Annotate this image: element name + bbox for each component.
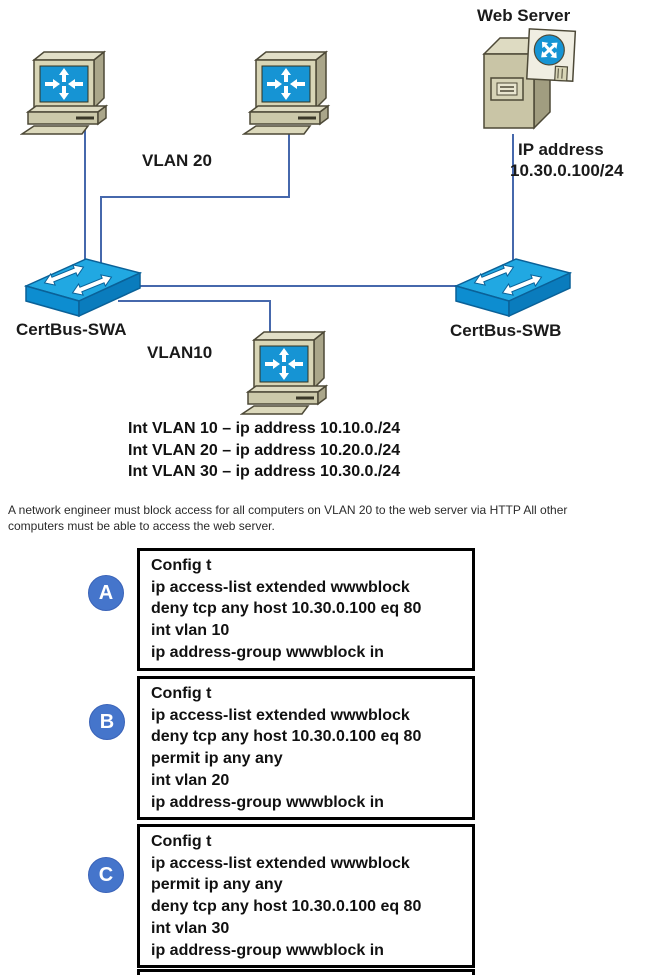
cable-ws2-vertical — [288, 128, 290, 198]
switch-a-label: CertBus-SWA — [16, 320, 127, 339]
config-line: ip address-group wwwblock in — [151, 941, 384, 959]
vlan-info-line: Int VLAN 10 – ip address 10.10.0./24 — [128, 420, 401, 437]
switch-b-label: CertBus-SWB — [450, 321, 562, 340]
config-line: deny tcp any host 10.30.0.100 eq 80 — [151, 898, 422, 916]
vlan20-label: VLAN 20 — [142, 151, 212, 170]
cable-swa-to-pc-vertical — [269, 300, 271, 333]
config-line: ip address-group wwwblock in — [151, 793, 384, 811]
cable-ws2-horizontal — [100, 196, 290, 198]
config-line: int vlan 20 — [151, 771, 230, 789]
vlan-info-line: Int VLAN 20 – ip address 10.20.0./24 — [128, 441, 401, 459]
option-b-config-box: Config t ip access-list extended wwwbloc… — [137, 676, 475, 821]
switch-a-icon — [24, 256, 142, 318]
option-b-marker[interactable]: B — [89, 704, 125, 740]
switch-b-icon — [454, 256, 572, 318]
cable-swa-to-pc-horizontal — [118, 300, 271, 302]
config-line: int vlan 30 — [151, 919, 230, 937]
option-d-partial-box — [137, 969, 475, 975]
config-line: ip access-list extended wwwblock — [151, 854, 410, 872]
option-c-marker[interactable]: C — [88, 857, 124, 893]
config-line: permit ip any any — [151, 750, 283, 768]
vlan10-label: VLAN10 — [147, 343, 213, 362]
cable-swa-to-swb — [128, 285, 470, 287]
ip-address-line2: 10.30.0.100/24 — [510, 161, 624, 180]
config-line: deny tcp any host 10.30.0.100 eq 80 — [151, 600, 422, 618]
config-line: ip access-list extended wwwblock — [151, 706, 410, 724]
cable-ws1-to-swa — [84, 128, 86, 272]
option-c-config-box: Config t ip access-list extended wwwbloc… — [137, 824, 475, 969]
config-line: ip access-list extended wwwblock — [151, 578, 410, 596]
option-a-marker[interactable]: A — [88, 575, 124, 611]
question-text: A network engineer must block access for… — [8, 503, 568, 533]
ip-address-label: IP address 10.30.0.100/24 — [510, 139, 623, 181]
web-server-label: Web Server — [477, 6, 571, 25]
config-line: permit ip any any — [151, 876, 283, 894]
workstation3-icon — [240, 330, 336, 416]
vlan-info-line: Int VLAN 30 – ip address 10.30.0./24 — [128, 463, 401, 480]
config-line: Config t — [151, 833, 212, 850]
workstation1-icon — [20, 50, 116, 136]
ip-address-line1: IP address — [518, 140, 604, 159]
config-line: Config t — [151, 685, 212, 702]
config-line: ip address-group wwwblock in — [151, 643, 384, 661]
web-server-icon — [478, 24, 580, 136]
option-a-config-box: Config t ip access-list extended wwwbloc… — [137, 548, 475, 671]
cable-server-to-swb — [512, 134, 514, 268]
config-line: int vlan 10 — [151, 622, 230, 640]
config-line: deny tcp any host 10.30.0.100 eq 80 — [151, 728, 422, 746]
cable-ws2-to-swa — [100, 196, 102, 272]
vlan-interface-summary: Int VLAN 10 – ip address 10.10.0./24 Int… — [128, 418, 400, 483]
workstation2-icon — [242, 50, 338, 136]
config-line: Config t — [151, 557, 212, 574]
